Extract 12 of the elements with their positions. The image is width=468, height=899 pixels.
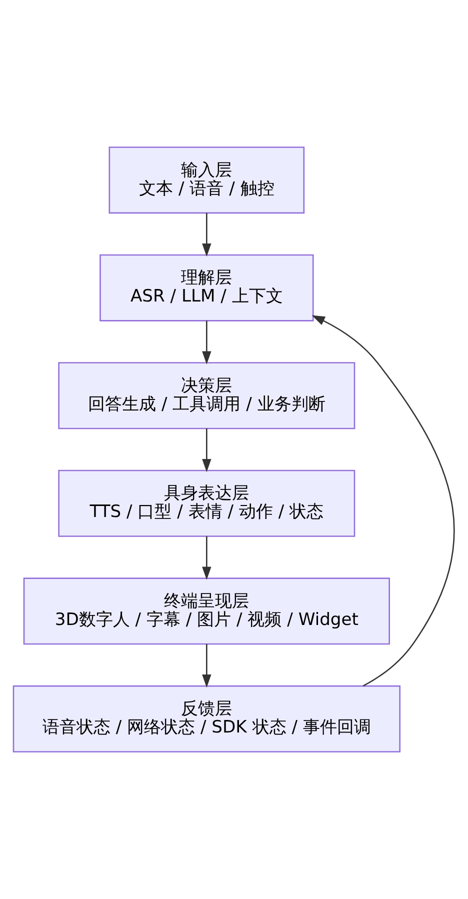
node-box: 理解层 ASR / LLM / 上下文: [100, 254, 314, 322]
arrow: [202, 536, 212, 580]
node-box: 反馈层 语音状态 / 网络状态 / SDK 状态 / 事件回调: [12, 685, 400, 752]
arrow: [202, 644, 212, 688]
arrow: [202, 320, 212, 364]
node-box: 输入层 文本 / 语音 / 触控: [108, 146, 305, 214]
node-box: 决策层 回答生成 / 工具调用 / 业务判断: [58, 362, 356, 430]
node-box: 具身表达层 TTS / 口型 / 表情 / 动作 / 状态: [58, 470, 356, 537]
arrow: [312, 315, 455, 687]
arrow: [202, 212, 212, 257]
arrow: [202, 428, 212, 472]
node-box: 终端呈现层 3D数字人 / 字幕 / 图片 / 视频 / Widget: [23, 578, 390, 645]
